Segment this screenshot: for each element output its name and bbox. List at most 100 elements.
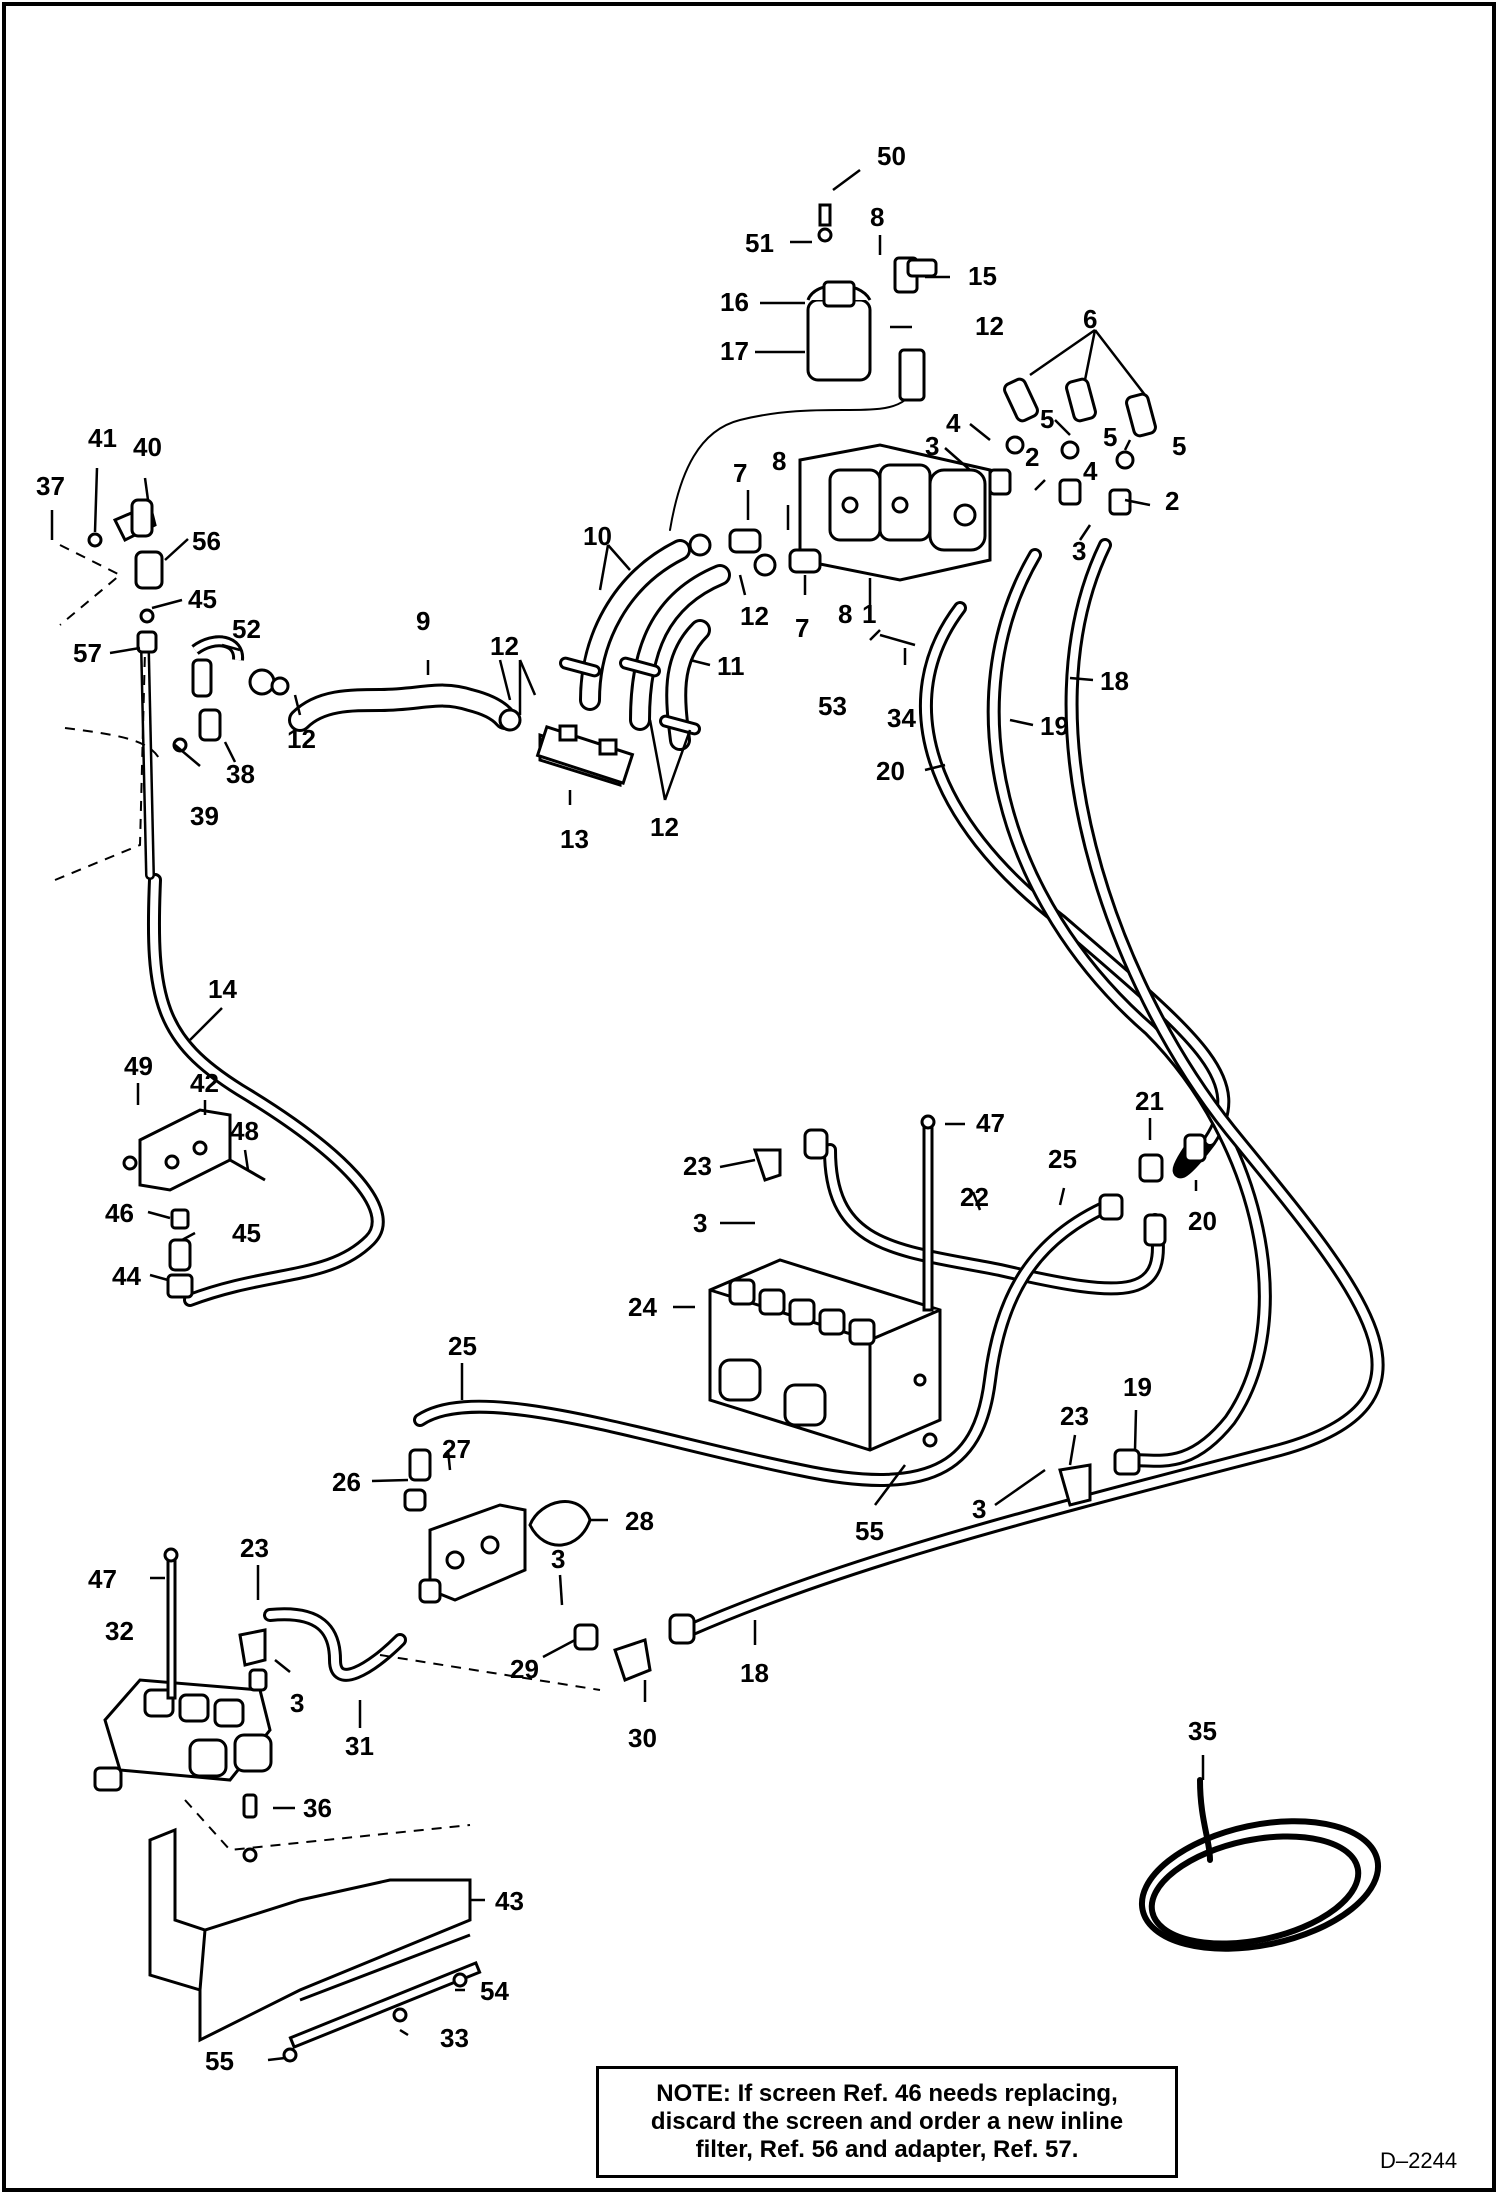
callout-3-pump: 3 bbox=[925, 431, 939, 461]
callout-55-mid: 55 bbox=[855, 1516, 884, 1546]
callout-23-left: 23 bbox=[240, 1533, 269, 1563]
callout-40: 40 bbox=[133, 432, 162, 462]
callout-25-left: 25 bbox=[448, 1331, 477, 1361]
callout-2-right: 2 bbox=[1165, 486, 1179, 516]
callout-20-bottom: 20 bbox=[1188, 1206, 1217, 1236]
callout-53: 53 bbox=[818, 691, 847, 721]
callout-45-bottom: 45 bbox=[232, 1218, 261, 1248]
callout-56: 56 bbox=[192, 526, 221, 556]
fitting-52-38 bbox=[172, 635, 244, 753]
callout-6: 6 bbox=[1083, 304, 1097, 334]
callout-38: 38 bbox=[226, 759, 255, 789]
callout-50: 50 bbox=[877, 141, 906, 171]
callout-19-top: 19 bbox=[1040, 711, 1069, 741]
callout-52: 52 bbox=[232, 614, 261, 644]
callout-23-top: 23 bbox=[683, 1151, 712, 1181]
inline-filter-56 bbox=[134, 550, 164, 590]
manifold-13 bbox=[535, 724, 635, 788]
callout-11: 11 bbox=[717, 651, 745, 681]
callout-7-bottom: 7 bbox=[795, 613, 809, 643]
hydraulic-pump bbox=[798, 443, 992, 582]
screen-block-42 bbox=[122, 1108, 266, 1299]
valve-block bbox=[428, 1503, 527, 1602]
callout-34: 34 bbox=[887, 703, 916, 733]
callout-4-left: 4 bbox=[946, 408, 961, 438]
fitting-40-56-57 bbox=[87, 498, 164, 654]
callout-7-top: 7 bbox=[733, 458, 747, 488]
callout-55-bottom: 55 bbox=[205, 2046, 234, 2076]
filter-assembly bbox=[806, 203, 938, 402]
valve-32 bbox=[93, 1547, 273, 1792]
callout-51: 51 bbox=[745, 228, 774, 258]
callout-29: 29 bbox=[510, 1654, 539, 1684]
bolt-47-upper bbox=[920, 1114, 938, 1448]
callout-12-clamp: 12 bbox=[490, 631, 519, 661]
callout-3-right-bottom: 3 bbox=[972, 1494, 986, 1524]
hose-35-coil bbox=[1138, 1777, 1382, 1952]
callout-8-bottom: 8 bbox=[838, 599, 852, 629]
callout-labels: 50 51 8 15 16 12 17 6 4 5 5 5 3 2 4 2 3 … bbox=[36, 141, 1217, 2076]
replacement-note: NOTE: If screen Ref. 46 needs replacing,… bbox=[596, 2066, 1178, 2178]
callout-5-right: 5 bbox=[1172, 431, 1186, 461]
callout-26: 26 bbox=[332, 1467, 361, 1497]
note-line-2: discard the screen and order a new inlin… bbox=[650, 2108, 1124, 2135]
callout-12-manifold: 12 bbox=[650, 812, 679, 842]
callout-12-left: 12 bbox=[287, 724, 316, 754]
callout-48: 48 bbox=[230, 1116, 259, 1146]
pump-fittings bbox=[688, 377, 1157, 577]
fittings-21-23-20 bbox=[752, 1128, 1207, 1507]
callout-18-bottom: 18 bbox=[740, 1658, 769, 1688]
callout-12-filter: 12 bbox=[975, 311, 1004, 341]
callout-37: 37 bbox=[36, 471, 65, 501]
callout-18-top: 18 bbox=[1100, 666, 1129, 696]
callout-16: 16 bbox=[720, 287, 749, 317]
callout-3-right: 3 bbox=[1072, 536, 1086, 566]
fittings-29-30 bbox=[573, 1613, 696, 1682]
callout-30: 30 bbox=[628, 1723, 657, 1753]
callout-36: 36 bbox=[303, 1793, 332, 1823]
callout-25-right: 25 bbox=[1048, 1144, 1077, 1174]
filter-canister bbox=[806, 298, 872, 382]
callout-45-top: 45 bbox=[188, 584, 217, 614]
filter-tube bbox=[898, 348, 926, 402]
callout-23-right: 23 bbox=[1060, 1401, 1089, 1431]
callout-14: 14 bbox=[208, 974, 237, 1004]
callout-8-mid: 8 bbox=[772, 446, 786, 476]
callout-1: 1 bbox=[862, 599, 876, 629]
callout-22: 22 bbox=[960, 1182, 989, 1212]
callout-32: 32 bbox=[105, 1616, 134, 1646]
callout-5-mid: 5 bbox=[1103, 422, 1117, 452]
callout-47-bottom: 47 bbox=[88, 1564, 117, 1594]
callout-28: 28 bbox=[625, 1506, 654, 1536]
callout-47-top: 47 bbox=[976, 1108, 1005, 1138]
filter-bolt bbox=[818, 203, 832, 227]
mount-bracket-43 bbox=[148, 1793, 482, 2063]
callout-57: 57 bbox=[73, 638, 102, 668]
note-line-1: NOTE: If screen Ref. 46 needs replacing, bbox=[656, 2080, 1118, 2107]
callout-27: 27 bbox=[442, 1434, 471, 1464]
callout-21: 21 bbox=[1135, 1086, 1164, 1116]
callout-3-accumulator: 3 bbox=[551, 1544, 565, 1574]
accumulator-28 bbox=[403, 1448, 592, 1604]
callout-49: 49 bbox=[124, 1051, 153, 1081]
callout-15: 15 bbox=[968, 261, 997, 291]
callout-39: 39 bbox=[190, 801, 219, 831]
callout-17: 17 bbox=[720, 336, 749, 366]
callout-8-top: 8 bbox=[870, 202, 884, 232]
callout-35: 35 bbox=[1188, 1716, 1217, 1746]
hose-lines bbox=[140, 399, 1385, 1952]
callout-24: 24 bbox=[628, 1292, 657, 1322]
callout-41: 41 bbox=[88, 423, 117, 453]
callout-3-valve: 3 bbox=[693, 1208, 707, 1238]
callout-46: 46 bbox=[105, 1198, 134, 1228]
control-valve-24 bbox=[708, 1258, 942, 1452]
callout-31: 31 bbox=[345, 1731, 374, 1761]
callout-20-top: 20 bbox=[876, 756, 905, 786]
callout-42: 42 bbox=[190, 1068, 219, 1098]
reference-lines bbox=[54, 544, 601, 1852]
callout-19-bottom: 19 bbox=[1123, 1372, 1152, 1402]
callout-5-left: 5 bbox=[1040, 404, 1054, 434]
callout-2-left: 2 bbox=[1025, 442, 1039, 472]
